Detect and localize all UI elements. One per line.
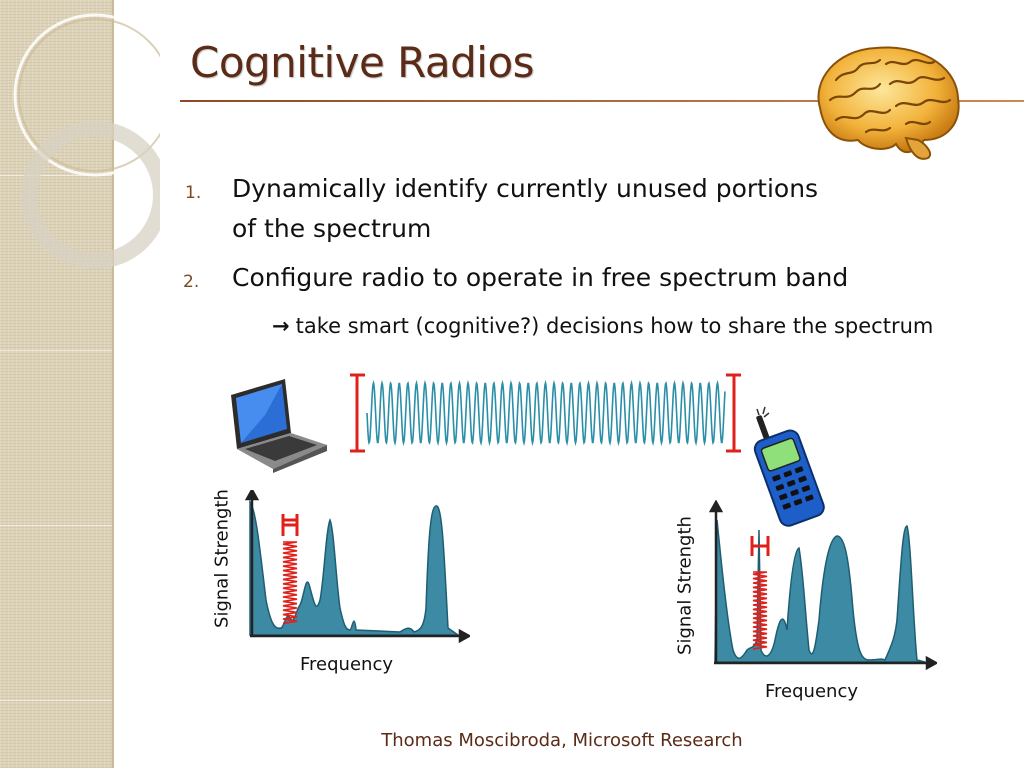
decorative-rings — [13, 13, 160, 269]
title-divider — [180, 100, 1024, 102]
list-item-1-line2: of the spectrum — [232, 214, 432, 243]
brain-icon — [817, 46, 960, 160]
left-ylabel: Signal Strength — [211, 489, 233, 628]
list-item-2: Configure radio to operate in free spect… — [232, 263, 849, 292]
mobile-phone-icon — [753, 406, 825, 527]
free-band-marker-right — [750, 536, 770, 556]
right-ylabel: Signal Strength — [674, 516, 696, 655]
band-marker-right — [726, 373, 741, 453]
arrow-right-icon: → — [272, 314, 290, 338]
footer-credit: Thomas Moscibroda, Microsoft Research — [381, 730, 743, 751]
band-marker-left — [350, 373, 365, 453]
free-band-marker-left — [281, 514, 299, 536]
list-number-2: 2. — [183, 272, 200, 292]
slide-title: Cognitive Radios — [190, 38, 535, 87]
list-item-1-line1: Dynamically identify currently unused po… — [232, 174, 819, 203]
spectrum-plot-left — [244, 490, 470, 644]
sub-point: →take smart (cognitive?) decisions how t… — [272, 314, 933, 338]
sub-point-text: take smart (cognitive?) decisions how to… — [295, 314, 934, 338]
spectrum-plot-right — [708, 500, 937, 671]
list-number-1: 1. — [185, 183, 202, 203]
left-xlabel: Frequency — [300, 654, 393, 675]
right-xlabel: Frequency — [765, 681, 858, 702]
transmission-wave — [350, 373, 741, 453]
laptop-icon — [231, 379, 327, 473]
